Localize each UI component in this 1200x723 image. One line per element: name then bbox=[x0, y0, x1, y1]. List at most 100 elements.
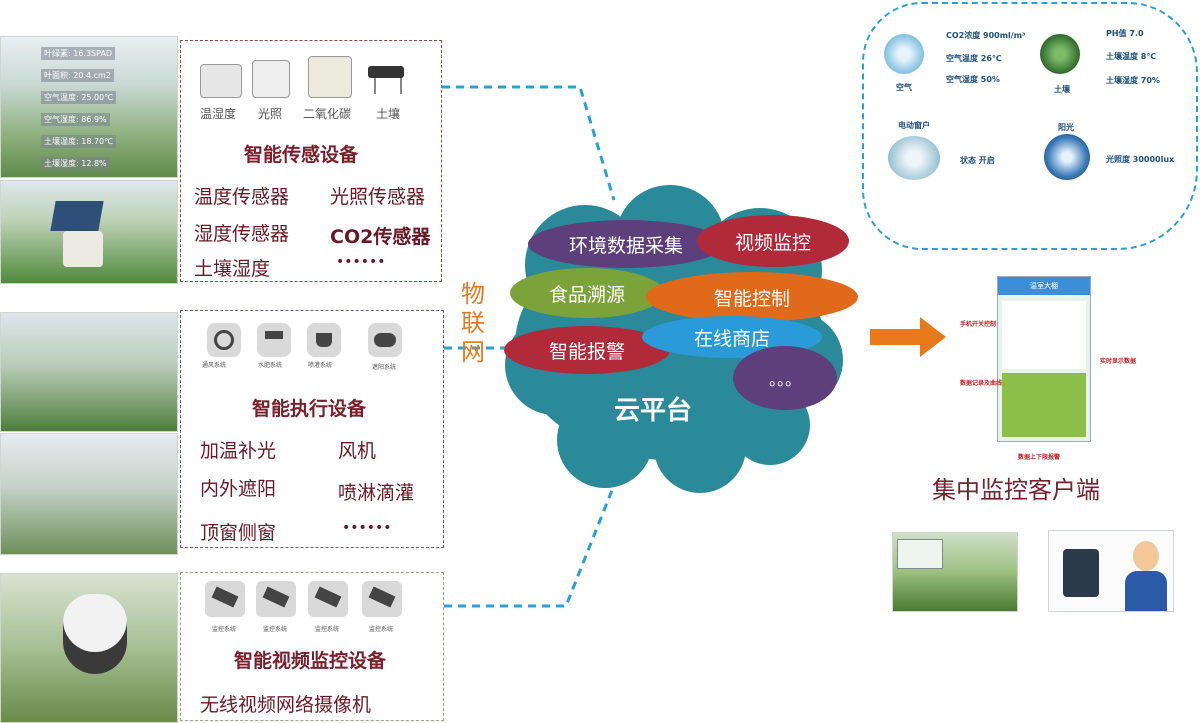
video-item: 无线视频网络摄像机 bbox=[200, 694, 372, 716]
sensor-item: 光照传感器 bbox=[330, 186, 426, 208]
camera-caption: 监控系统 bbox=[315, 626, 340, 633]
sensor-item: 湿度传感器 bbox=[194, 223, 290, 245]
right-arrow-icon bbox=[870, 317, 946, 357]
cloud-tag-data-collection: 环境数据采集 bbox=[528, 220, 724, 268]
sun-label: 阳光 bbox=[1058, 123, 1074, 132]
actuator-icon-caption: 通风系统 bbox=[202, 362, 227, 369]
ventilation-icon bbox=[207, 323, 241, 357]
sensor-item: CO2传感器 bbox=[330, 226, 431, 248]
light-sensor-icon bbox=[252, 60, 290, 98]
cloud-tag-more: 。。。 bbox=[733, 346, 837, 410]
sensor-device-icons bbox=[196, 50, 426, 120]
camera-caption: 监控系统 bbox=[369, 626, 394, 633]
sensor-item: 土壤湿度 bbox=[194, 258, 271, 280]
actuator-icon-caption: 水肥系统 bbox=[258, 362, 283, 369]
device-caption: 温湿度 bbox=[200, 107, 237, 121]
window-status: 状态 开启 bbox=[960, 156, 995, 165]
photo-label: 叶面积: 20.4.cm2 bbox=[41, 69, 114, 82]
iot-char: 物 bbox=[461, 280, 485, 308]
solar-sensor-photo bbox=[0, 180, 178, 284]
soil-sensor-probes bbox=[374, 78, 402, 94]
soil-reading: PH值 7.0 bbox=[1106, 29, 1144, 38]
co2-sensor-icon bbox=[308, 56, 352, 98]
farmer-phone-photo bbox=[892, 532, 1018, 612]
cartoon-user-tablet bbox=[1048, 530, 1174, 612]
app-callout: 手机开关控制 bbox=[960, 321, 997, 328]
irrigation-icon bbox=[307, 323, 341, 357]
actuator-item: 风机 bbox=[338, 440, 377, 462]
sensor-greenhouse-photo: 叶绿素: 16.3SPAD 叶面积: 20.4.cm2 空气温度: 25.00℃… bbox=[0, 36, 178, 178]
window-gauge-icon bbox=[888, 136, 940, 180]
air-reading: 空气温度 26℃ bbox=[946, 54, 1002, 63]
sensor-connector bbox=[442, 85, 616, 201]
actuator-item: 顶窗侧窗 bbox=[200, 522, 277, 544]
dome-camera-shape bbox=[63, 594, 127, 674]
air-label: 空气 bbox=[896, 83, 912, 92]
device-caption: 光照 bbox=[258, 107, 283, 121]
camera-photo bbox=[0, 573, 178, 723]
cloud-tag-smart-control: 智能控制 bbox=[646, 272, 858, 322]
actuator-icon-caption: 喷灌系统 bbox=[308, 362, 333, 369]
sensor-device-panel bbox=[180, 40, 442, 282]
sensor-item: •••••• bbox=[336, 254, 386, 270]
sensor-panel-title: 智能传感设备 bbox=[244, 144, 359, 166]
sun-gauge-icon bbox=[1044, 134, 1090, 180]
photo-label: 土壤温度: 18.70℃ bbox=[41, 135, 117, 148]
actuator-icon-caption: 遮阳系统 bbox=[372, 364, 397, 371]
app-callout: 实时显示数据 bbox=[1100, 358, 1137, 365]
video-panel-title: 智能视频监控设备 bbox=[234, 650, 387, 672]
device-caption: 土壤 bbox=[376, 107, 401, 121]
actuator-item: 加温补光 bbox=[200, 440, 277, 462]
actuator-greenhouse-photo-2 bbox=[0, 433, 178, 555]
sensor-item: 温度传感器 bbox=[194, 186, 290, 208]
actuator-device-panel bbox=[180, 310, 444, 548]
cloud-tag-video: 视频监控 bbox=[697, 215, 849, 267]
photo-label: 空气湿度: 86.9% bbox=[41, 113, 110, 126]
iot-char: 联 bbox=[461, 309, 485, 337]
screen-insert bbox=[897, 539, 943, 569]
camera-icon bbox=[256, 581, 296, 617]
client-title: 集中监控客户端 bbox=[932, 476, 1100, 504]
cloud-tag-traceability: 食品溯源 bbox=[510, 268, 664, 318]
sensor-box-shape bbox=[63, 231, 103, 267]
app-callout: 数据上下限报警 bbox=[1018, 454, 1061, 461]
photo-label: 土壤湿度: 12.8% bbox=[41, 157, 110, 170]
iot-char: 网 bbox=[461, 338, 485, 366]
iot-label: 物 联 网 bbox=[458, 280, 488, 367]
photo-label: 空气温度: 25.00℃ bbox=[41, 91, 117, 104]
window-label: 电动窗户 bbox=[898, 121, 930, 130]
soil-label: 土壤 bbox=[1054, 85, 1070, 94]
app-title: 温室大棚 bbox=[1030, 282, 1058, 290]
app-callout: 数据记录及曲线 bbox=[960, 380, 1003, 387]
actuator-item: •••••• bbox=[342, 520, 392, 536]
camera-icon bbox=[308, 581, 348, 617]
soil-reading: 土壤湿度 70% bbox=[1106, 76, 1160, 85]
camera-icon bbox=[205, 581, 245, 617]
app-data-grid bbox=[1002, 373, 1086, 437]
soil-reading: 土壤温度 8℃ bbox=[1106, 52, 1157, 61]
air-reading: CO2浓度 900ml/m³ bbox=[946, 31, 1026, 40]
app-control-area bbox=[1002, 301, 1086, 369]
shading-icon bbox=[368, 323, 402, 357]
device-caption: 二氧化碳 bbox=[303, 107, 352, 121]
temp-humidity-sensor-icon bbox=[200, 64, 242, 98]
camera-icon bbox=[362, 581, 402, 617]
cloud-title: 云平台 bbox=[614, 396, 693, 426]
cloud-tag-store: 在线商店 bbox=[642, 316, 822, 358]
actuator-greenhouse-photo-1 bbox=[0, 312, 178, 432]
soil-sensor-icon bbox=[368, 66, 404, 78]
actuator-item: 喷淋滴灌 bbox=[338, 482, 415, 504]
phone-app-screen: 温室大棚 bbox=[997, 276, 1091, 442]
app-header bbox=[998, 277, 1090, 295]
camera-caption: 监控系统 bbox=[212, 626, 237, 633]
monitor-dashboard bbox=[862, 2, 1198, 250]
actuator-item: 内外遮阳 bbox=[200, 478, 277, 500]
air-gauge-icon bbox=[884, 34, 924, 74]
tablet-shape bbox=[1063, 549, 1099, 597]
fertigation-icon bbox=[257, 323, 291, 357]
camera-caption: 监控系统 bbox=[263, 626, 288, 633]
photo-label: 叶绿素: 16.3SPAD bbox=[41, 47, 116, 60]
actuator-panel-title: 智能执行设备 bbox=[252, 398, 367, 420]
soil-gauge-icon bbox=[1040, 34, 1080, 74]
